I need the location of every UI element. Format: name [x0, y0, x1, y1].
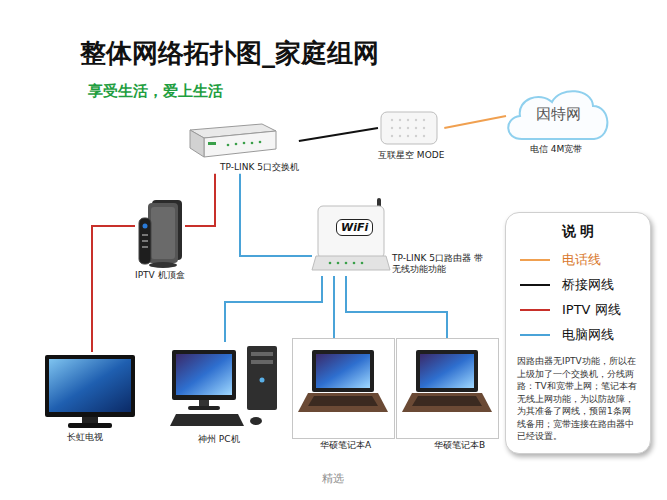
switch-node: TP-LINK 5口交换机: [185, 122, 299, 174]
legend-row: 桥接网线: [514, 272, 642, 297]
legend-row: 电脑网线: [514, 322, 642, 347]
legend-note: 因路由器无IPTV功能，所以在上级加了一个交换机，分线两路：TV和宽带上网；笔记…: [514, 355, 642, 443]
device-caption: 长虹电视: [67, 432, 137, 444]
tv-illustration: [45, 355, 135, 428]
legend-line: [520, 259, 550, 261]
cloud-illustration: [508, 91, 607, 139]
subtitle-slogan: 享受生活，爱上生活: [88, 82, 223, 100]
laptop-a-illustration: [293, 339, 395, 439]
device-caption: 电信 4M宽带: [530, 144, 610, 156]
iptv-box-illustration: [139, 200, 182, 268]
device-caption: TP-LINK 5口路由器 带无线功能功能: [392, 253, 486, 276]
legend-text: IPTV 网线: [562, 301, 621, 319]
device-picture-area: [135, 196, 185, 268]
switch-illustration: [190, 124, 276, 157]
device-caption: IPTV 机顶盒: [135, 270, 185, 282]
internet-cloud-node: 因特网电信 4M宽带: [506, 86, 610, 156]
router-node: TP-LINK 5口路由器 带无线功能功能: [312, 196, 486, 276]
device-picture-area: [292, 338, 394, 438]
legend-row: 电话线: [514, 247, 642, 272]
tv-node: 长虹电视: [42, 352, 137, 444]
cable-line: [333, 276, 335, 338]
device-picture-area: [185, 122, 275, 160]
device-caption: 华硕笔记本B: [434, 440, 498, 452]
legend-line-sample: [520, 331, 550, 339]
laptop-b-illustration: [397, 339, 499, 439]
legend-line-sample: [520, 306, 550, 314]
legend-text: 电脑网线: [562, 326, 614, 344]
modem-node: 互联星空 MODE: [378, 108, 444, 162]
legend-line: [520, 309, 550, 311]
watermark: 精选: [322, 472, 344, 485]
legend-box: 说 明电话线桥接网线 IPTV 网线电脑网线因路由器无IPTV功能，所以在上级加了…: [505, 212, 651, 454]
device-picture-area: [396, 338, 498, 438]
legend-text: 桥接网线: [562, 276, 614, 294]
laptop-node: 华硕笔记本B: [396, 338, 498, 452]
device-caption: 华硕笔记本A: [320, 440, 394, 452]
device-caption: 互联星空 MODE: [378, 150, 444, 162]
wifi-logo: WiFi: [336, 219, 373, 236]
device-picture-area: 因特网: [506, 86, 610, 142]
legend-line-sample: [520, 256, 550, 264]
device-caption: TP-LINK 5口交换机: [220, 162, 299, 174]
modem-illustration: [381, 112, 437, 144]
router-illustration: [312, 198, 390, 270]
cable-line: [225, 276, 322, 342]
legend-row: IPTV 网线: [514, 297, 642, 322]
pc-illustration: [170, 346, 277, 426]
device-picture-area: [42, 352, 137, 430]
legend-line-sample: [520, 281, 550, 289]
cloud-text: 因特网: [536, 105, 581, 124]
legend-line: [520, 334, 550, 336]
legend-text: 电话线: [562, 251, 601, 269]
iptv-box-node: IPTV 机顶盒: [135, 196, 185, 282]
device-picture-area: [378, 108, 440, 148]
pc-node: 神州 PC机: [168, 342, 283, 446]
cable-line: [346, 276, 447, 338]
cable-line: [299, 128, 378, 141]
device-caption: 神州 PC机: [198, 434, 283, 446]
cable-line: [240, 174, 312, 256]
cable-line: [92, 226, 135, 352]
device-picture-area: [168, 342, 283, 432]
cable-line: [185, 174, 215, 226]
diagram-title: 整体网络拓扑图_家庭组网: [80, 36, 379, 71]
legend-line: [520, 284, 550, 286]
legend-heading: 说 明: [514, 223, 642, 241]
cable-line: [444, 116, 506, 128]
laptop-node: 华硕笔记本A: [292, 338, 394, 452]
